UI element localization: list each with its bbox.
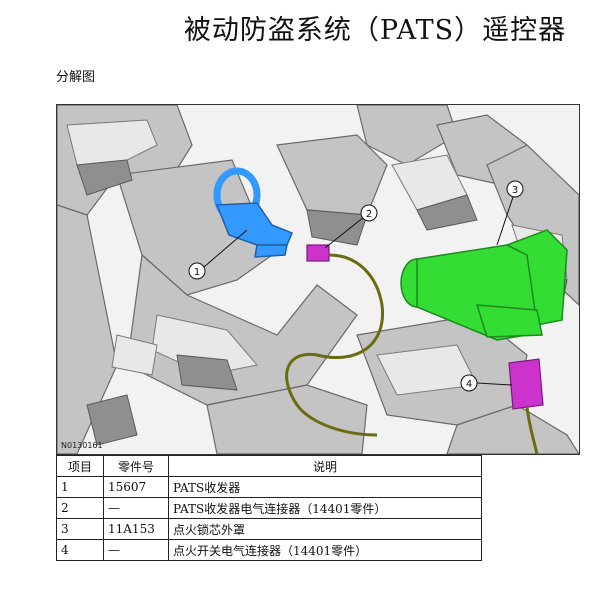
part-number: 11A153: [103, 518, 169, 540]
callout-4: 4: [466, 379, 472, 390]
item-number: 2: [56, 497, 104, 519]
part-number: —: [103, 539, 169, 561]
item-number: 3: [56, 518, 104, 540]
page-title: 被动防盗系统（PATS）遥控器: [183, 15, 567, 46]
ignition-lock-housing-part: [400, 229, 568, 341]
part-number: —: [103, 497, 169, 519]
callout-2: 2: [366, 209, 372, 220]
part-description: PATS收发器电气连接器（14401零件）: [168, 497, 482, 519]
header-description: 说明: [168, 455, 482, 477]
header-part-number: 零件号: [103, 455, 169, 477]
table-row: 3 11A153 点火锁芯外罩: [56, 518, 482, 540]
pats-connector-part: [285, 244, 385, 437]
item-number: 4: [56, 539, 104, 561]
exploded-view-figure: 1 2 3 4 N0130161: [56, 104, 580, 455]
header-item: 项目: [56, 455, 104, 477]
table-row: 4 — 点火开关电气连接器（14401零件）: [56, 539, 482, 561]
part-description: PATS收发器: [168, 476, 482, 498]
callout-1: 1: [194, 267, 200, 278]
table-row: 1 15607 PATS收发器: [56, 476, 482, 498]
figure-id: N0130161: [61, 441, 103, 450]
item-number: 1: [56, 476, 104, 498]
part-description: 点火锁芯外罩: [168, 518, 482, 540]
table-header-row: 项目 零件号 说明: [56, 455, 482, 477]
parts-table: 项目 零件号 说明 1 15607 PATS收发器 2 — PATS收发器电气连…: [56, 455, 482, 561]
part-description: 点火开关电气连接器（14401零件）: [168, 539, 482, 561]
callout-3: 3: [512, 185, 518, 196]
ignition-switch-connector-part: [508, 358, 544, 454]
pats-transceiver-part: [213, 167, 293, 258]
part-number: 15607: [103, 476, 169, 498]
bracket-structure: [57, 105, 579, 454]
section-heading: 分解图: [56, 70, 96, 85]
exploded-view-illustration: 1 2 3 4: [57, 105, 579, 454]
table-row: 2 — PATS收发器电气连接器（14401零件）: [56, 497, 482, 519]
